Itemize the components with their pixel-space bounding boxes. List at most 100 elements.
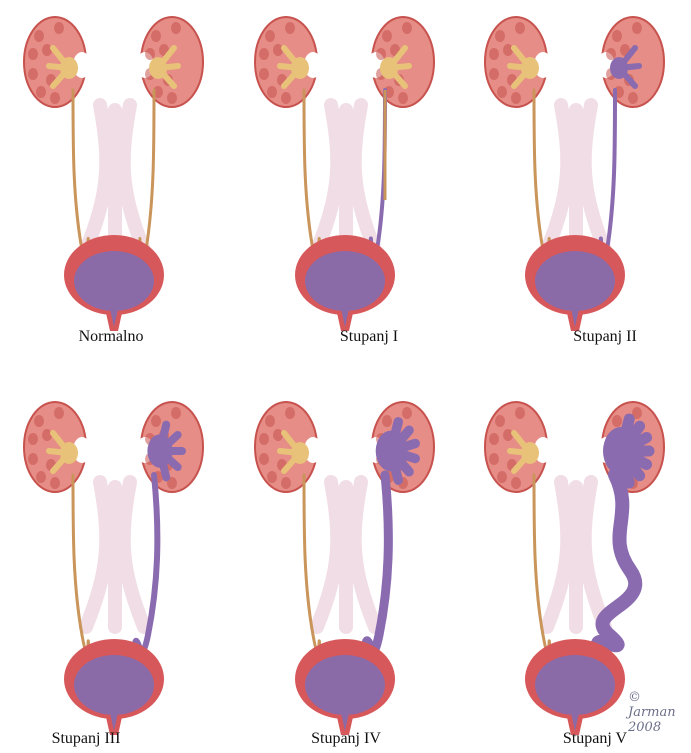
left-kidney-pyramid bbox=[511, 92, 521, 104]
artist-signature: © Jarman 2008 bbox=[628, 690, 691, 735]
left-kidney-pyramid bbox=[495, 415, 505, 427]
left-kidney-pyramid bbox=[259, 68, 269, 80]
right-kidney-pelvis bbox=[149, 57, 167, 79]
left-kidney-pelvis bbox=[60, 442, 78, 464]
right-kidney-pyramid bbox=[402, 22, 412, 34]
right-ureter bbox=[371, 90, 385, 266]
left-kidney-pyramid bbox=[497, 86, 507, 98]
left-kidney bbox=[485, 402, 552, 492]
left-kidney-pyramid bbox=[50, 92, 60, 104]
left-kidney-pyramid bbox=[515, 407, 525, 419]
right-kidney bbox=[597, 17, 664, 107]
background-vessels bbox=[547, 482, 605, 627]
left-kidney bbox=[485, 17, 552, 107]
left-kidney-pyramid bbox=[495, 30, 505, 42]
right-kidney-pelvis bbox=[610, 57, 628, 79]
left-kidney-pyramid bbox=[259, 48, 269, 60]
background-vessels bbox=[547, 105, 605, 250]
left-kidney-pyramid bbox=[267, 471, 277, 483]
right-kidney bbox=[367, 402, 434, 492]
left-kidney-pyramid bbox=[50, 477, 60, 489]
urinary-tract-illustration-grade-2 bbox=[461, 0, 691, 376]
urinary-tract-illustration-grade-1 bbox=[231, 0, 461, 376]
background-vessels bbox=[86, 105, 144, 250]
right-kidney-pyramid bbox=[606, 48, 616, 60]
left-kidney-pyramid bbox=[511, 477, 521, 489]
right-kidney-pyramid bbox=[145, 48, 155, 60]
right-kidney-pelvis bbox=[380, 57, 398, 79]
left-kidney-pelvis bbox=[291, 442, 309, 464]
left-kidney-pyramid bbox=[28, 433, 38, 445]
bladder-lumen bbox=[535, 655, 615, 715]
left-kidney-pyramid bbox=[36, 471, 46, 483]
left-kidney-pyramid bbox=[54, 407, 64, 419]
left-kidney-pyramid bbox=[281, 477, 291, 489]
left-kidney-pyramid bbox=[503, 429, 513, 441]
caption-grade-4: Stupanj IV bbox=[266, 730, 426, 748]
right-kidney-pyramid bbox=[398, 92, 408, 104]
panel-grade-4: Stupanj IV bbox=[231, 377, 461, 753]
right-kidney bbox=[367, 17, 434, 107]
left-kidney-pyramid bbox=[42, 44, 52, 56]
left-kidney-pyramid bbox=[259, 433, 269, 445]
left-kidney-pyramid bbox=[28, 68, 38, 80]
right-kidney-pyramid bbox=[382, 30, 392, 42]
panel-normal: Normalno bbox=[0, 0, 230, 376]
bladder-lumen bbox=[305, 251, 385, 311]
left-kidney-pyramid bbox=[281, 92, 291, 104]
left-kidney-pyramid bbox=[503, 44, 513, 56]
left-kidney-pyramid bbox=[273, 44, 283, 56]
left-kidney-pelvis bbox=[521, 442, 539, 464]
left-kidney-pyramid bbox=[259, 453, 269, 465]
caption-grade-2: Stupanj II bbox=[525, 328, 685, 346]
right-kidney bbox=[597, 402, 664, 492]
left-kidney-pyramid bbox=[489, 453, 499, 465]
background-vessels bbox=[317, 482, 375, 627]
left-kidney-pelvis bbox=[291, 57, 309, 79]
bladder-lumen bbox=[74, 251, 154, 311]
right-kidney bbox=[136, 402, 203, 492]
left-kidney-pyramid bbox=[36, 86, 46, 98]
right-kidney-pyramid bbox=[402, 407, 412, 419]
left-kidney-pyramid bbox=[28, 453, 38, 465]
bladder-lumen bbox=[305, 655, 385, 715]
right-kidney-pyramid bbox=[167, 92, 177, 104]
left-kidney-pelvis bbox=[60, 57, 78, 79]
caption-normal: Normalno bbox=[31, 328, 191, 346]
left-kidney-pyramid bbox=[285, 407, 295, 419]
right-kidney bbox=[136, 17, 203, 107]
left-kidney bbox=[24, 17, 91, 107]
left-kidney-pyramid bbox=[515, 22, 525, 34]
left-kidney bbox=[255, 17, 322, 107]
left-kidney-pyramid bbox=[28, 48, 38, 60]
left-kidney-pyramid bbox=[34, 415, 44, 427]
panel-grade-3: Stupanj III bbox=[0, 377, 230, 753]
left-kidney bbox=[255, 402, 322, 492]
left-kidney bbox=[24, 402, 91, 492]
bladder-lumen bbox=[535, 251, 615, 311]
right-kidney-pyramid bbox=[382, 415, 392, 427]
left-kidney-pyramid bbox=[489, 433, 499, 445]
left-kidney-pelvis bbox=[521, 57, 539, 79]
right-ureter bbox=[601, 90, 615, 266]
panel-grade-1: Stupanj I bbox=[231, 0, 461, 376]
bladder-lumen bbox=[74, 655, 154, 715]
urinary-tract-illustration-grade-3 bbox=[0, 377, 230, 753]
urinary-tract-illustration-normal bbox=[0, 0, 230, 376]
right-kidney-pyramid bbox=[151, 30, 161, 42]
left-kidney-pyramid bbox=[267, 86, 277, 98]
left-kidney-pyramid bbox=[273, 429, 283, 441]
left-kidney-pyramid bbox=[34, 30, 44, 42]
left-kidney-pyramid bbox=[285, 22, 295, 34]
left-kidney-pyramid bbox=[42, 429, 52, 441]
right-kidney-pyramid bbox=[376, 48, 386, 60]
urinary-tract-illustration-grade-4 bbox=[231, 377, 461, 753]
right-kidney-pyramid bbox=[171, 407, 181, 419]
right-kidney-pyramid bbox=[171, 22, 181, 34]
left-kidney-pyramid bbox=[489, 68, 499, 80]
left-kidney-pyramid bbox=[54, 22, 64, 34]
left-kidney-pyramid bbox=[265, 30, 275, 42]
right-kidney-pyramid bbox=[612, 30, 622, 42]
right-kidney-pyramid bbox=[632, 22, 642, 34]
